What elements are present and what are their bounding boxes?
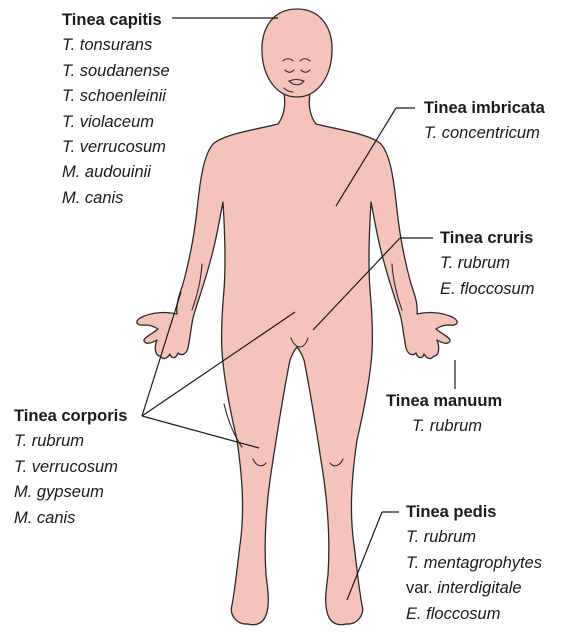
- title-tinea-cruris: Tinea cruris: [440, 226, 534, 251]
- organism: T. rubrum: [386, 414, 558, 439]
- organism: T. mentagrophytes: [406, 551, 542, 576]
- organism: M. audouinii: [62, 160, 170, 185]
- label-tinea-cruris: Tinea cruris T. rubrum E. floccosum: [440, 226, 534, 302]
- organism: T. tonsurans: [62, 33, 170, 58]
- variety-prefix: var.: [406, 579, 433, 597]
- label-tinea-imbricata: Tinea imbricata T. concentricum: [424, 96, 545, 147]
- label-tinea-capitis: Tinea capitis T. tonsurans T. soudanense…: [62, 8, 170, 211]
- organism: T. rubrum: [440, 251, 534, 276]
- organism: M. canis: [14, 506, 127, 531]
- label-tinea-pedis: Tinea pedis T. rubrum T. mentagrophytes …: [406, 500, 542, 627]
- organism: T. rubrum: [406, 525, 542, 550]
- organism: E. floccosum: [406, 602, 542, 627]
- label-tinea-manuum: Tinea manuum T. rubrum: [386, 389, 558, 440]
- organism: M. gypseum: [14, 480, 127, 505]
- title-tinea-corporis: Tinea corporis: [14, 404, 127, 429]
- organism: T. soudanense: [62, 59, 170, 84]
- title-tinea-pedis: Tinea pedis: [406, 500, 542, 525]
- organism: T. violaceum: [62, 110, 170, 135]
- organism: T. rubrum: [14, 429, 127, 454]
- organism-variety: var. interdigitale: [406, 576, 542, 601]
- organism: T. verrucosum: [14, 455, 127, 480]
- title-tinea-manuum: Tinea manuum: [386, 389, 558, 414]
- organism: T. verrucosum: [62, 135, 170, 160]
- organism: M. canis: [62, 186, 170, 211]
- variety-name: interdigitale: [437, 579, 521, 597]
- title-tinea-capitis: Tinea capitis: [62, 8, 170, 33]
- organism: E. floccosum: [440, 277, 534, 302]
- label-tinea-corporis: Tinea corporis T. rubrum T. verrucosum M…: [14, 404, 127, 531]
- organism: T. schoenleinii: [62, 84, 170, 109]
- organism: T. concentricum: [424, 121, 545, 146]
- title-tinea-imbricata: Tinea imbricata: [424, 96, 545, 121]
